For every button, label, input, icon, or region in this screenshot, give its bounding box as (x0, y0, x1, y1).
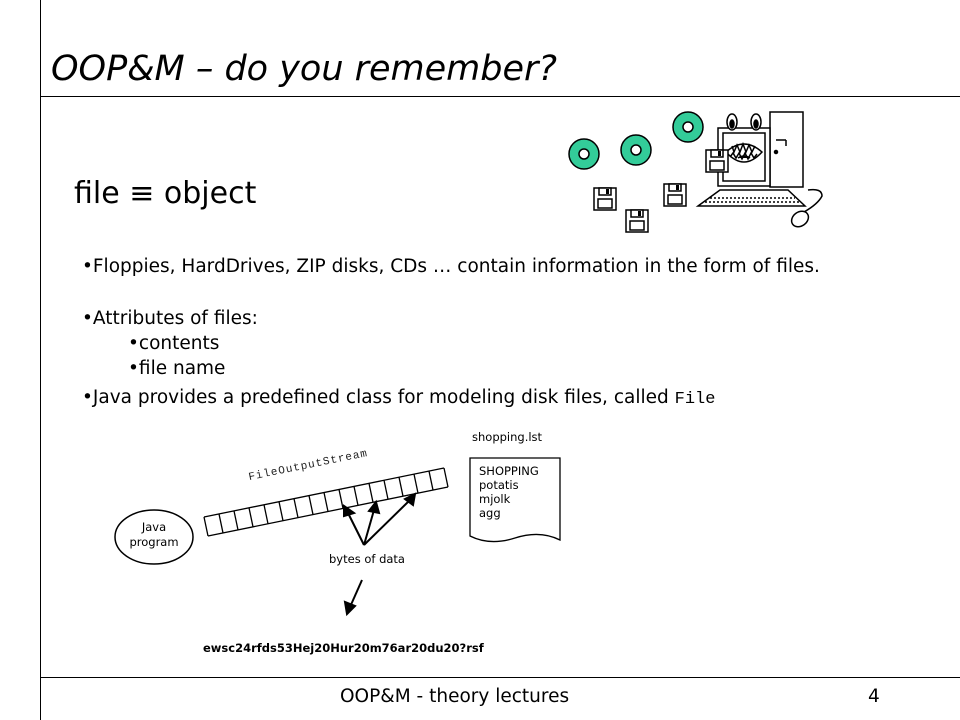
shopping-file-document (469, 457, 561, 543)
byte-arrows (343, 492, 417, 617)
floppy-disk-icon (625, 209, 649, 233)
java-program-label-line2: program (129, 535, 179, 549)
slide-title: OOP&M – do you remember? (51, 49, 557, 89)
file-name-label: shopping.lst (472, 430, 543, 444)
cd-disc-icon (620, 134, 652, 166)
title-rule (40, 96, 960, 97)
stream-cell-divider (353, 486, 359, 506)
cd-disc-icon (568, 138, 600, 170)
stream-cell-divider (428, 470, 434, 491)
sub-bullet-file-name: •file name (128, 358, 226, 379)
stream-cell-divider (383, 480, 389, 500)
floppy-disk-icon (593, 187, 617, 211)
stream-cell-divider (233, 510, 239, 531)
file-line: SHOPPING (479, 464, 539, 478)
stream-cell-divider (338, 489, 344, 509)
file-line: potatis (479, 478, 519, 492)
stream-cell-divider (368, 483, 374, 503)
mouse-icon (790, 188, 823, 228)
java-program-node (114, 509, 194, 565)
bullet-file-attributes: •Attributes of files: (82, 308, 258, 329)
slide-heading: file ≡ object (74, 176, 257, 211)
java-program-label: Java program (121, 520, 187, 550)
page-number: 4 (868, 686, 880, 707)
bytes-of-data-label: bytes of data (329, 552, 405, 566)
stream-cell-divider (263, 504, 269, 524)
cd-disc-icon (672, 111, 704, 143)
stream-cell-divider (293, 498, 299, 518)
computer-eating-discs-illustration (568, 111, 823, 233)
java-program-label-line1: Java (141, 520, 167, 534)
stream-cell-divider (308, 495, 314, 515)
stream-cell-divider (323, 492, 329, 512)
floppy-disk-icon (705, 149, 729, 173)
footer-text: OOP&M - theory lectures (340, 686, 570, 707)
stream-cell-divider (413, 473, 419, 494)
bullet-java-file-class-text: •Java provides a predefined class for mo… (82, 387, 675, 408)
floppy-disk-icon (663, 183, 687, 207)
sub-bullet-contents: •contents (128, 333, 220, 354)
left-rule (40, 0, 41, 720)
shopping-file-contents: SHOPPING potatis mjolk agg (479, 464, 539, 520)
bullet-java-file-class: •Java provides a predefined class for mo… (82, 385, 715, 413)
footer-rule (40, 677, 960, 678)
stream-cell-divider (248, 507, 254, 527)
stream-cell-divider (398, 477, 404, 497)
byte-stream-tube (203, 467, 449, 537)
stream-cell-divider (278, 501, 284, 521)
bytes-string: ewsc24rfds53Hej20Hur20m76ar20du20?rsf (203, 641, 484, 655)
file-class-code: File (674, 390, 716, 409)
file-output-stream-diagram (114, 457, 561, 617)
file-line: mjolk (479, 492, 511, 506)
computer-monster-icon (695, 111, 807, 207)
bullet-storage-media: •Floppies, HardDrives, ZIP disks, CDs … … (82, 256, 820, 277)
file-line: agg (479, 506, 501, 520)
stream-cell-divider (218, 513, 224, 534)
